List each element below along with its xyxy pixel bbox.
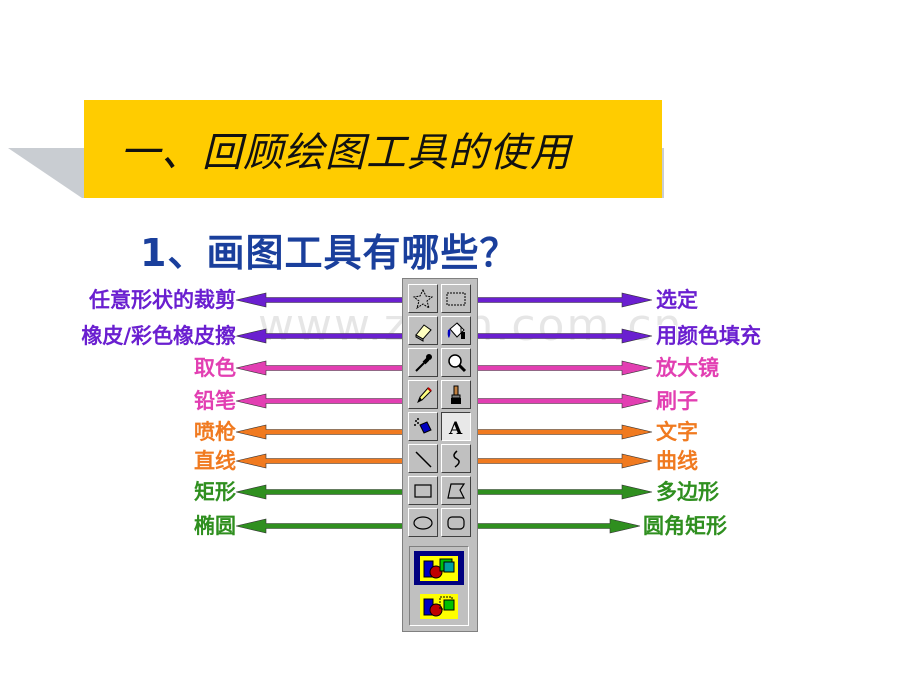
arrow-left-2 xyxy=(235,360,409,376)
tool-polygon[interactable] xyxy=(441,476,471,505)
arrow-right-7 xyxy=(469,518,641,534)
text-tool-glyph: A xyxy=(448,419,463,438)
label-left-free-select: 任意形状的裁剪 xyxy=(89,288,236,312)
arrow-left-3 xyxy=(235,393,409,409)
label-right-polygon: 多边形 xyxy=(656,480,719,504)
arrow-left-1 xyxy=(235,328,409,344)
title-shadow-wedge xyxy=(8,148,82,198)
label-right-rounded-rect: 圆角矩形 xyxy=(643,514,727,538)
free-select-icon xyxy=(412,288,434,310)
tool-ellipse[interactable] xyxy=(408,508,438,537)
magnifier-icon xyxy=(448,354,467,373)
label-left-rectangle: 矩形 xyxy=(194,480,236,504)
option-transparent[interactable] xyxy=(414,589,464,623)
tool-eraser[interactable] xyxy=(408,316,438,345)
line-icon xyxy=(415,451,432,468)
arrow-right-2 xyxy=(469,360,653,376)
arrow-left-0 xyxy=(235,292,409,308)
brush-icon xyxy=(451,385,461,404)
opaque-shapes-icon xyxy=(420,556,458,581)
label-right-rect-select: 选定 xyxy=(656,288,698,312)
tool-rounded-rect[interactable] xyxy=(441,508,471,537)
airbrush-icon xyxy=(414,418,432,434)
arrow-left-4 xyxy=(235,424,409,440)
arrow-left-6 xyxy=(235,484,409,500)
tool-brush[interactable] xyxy=(441,380,471,409)
text-icon: A xyxy=(448,419,463,438)
label-left-eraser: 橡皮/彩色橡皮擦 xyxy=(81,324,236,348)
color-picker-icon xyxy=(415,354,432,372)
arrow-left-5 xyxy=(235,453,409,469)
rounded-rect-icon xyxy=(447,516,465,530)
tool-rect-select[interactable] xyxy=(441,284,471,313)
subtitle: 1、画图工具有哪些？ xyxy=(140,231,519,275)
tool-pencil[interactable] xyxy=(408,380,438,409)
arrow-right-4 xyxy=(469,424,653,440)
tool-options-panel xyxy=(409,546,469,626)
curve-icon xyxy=(453,450,460,468)
tool-line[interactable] xyxy=(408,444,438,473)
tool-rectangle[interactable] xyxy=(408,476,438,505)
arrow-right-6 xyxy=(469,484,653,500)
transparent-shapes-icon xyxy=(420,594,458,619)
tool-text[interactable]: A xyxy=(441,412,471,441)
page-title: 一、回顾绘图工具的使用 xyxy=(120,130,571,176)
tool-magnifier[interactable] xyxy=(441,348,471,377)
arrow-right-5 xyxy=(469,453,653,469)
arrow-left-7 xyxy=(235,518,409,534)
label-right-brush: 刷子 xyxy=(656,389,698,413)
rect-select-icon xyxy=(446,292,466,306)
tool-color-picker[interactable] xyxy=(408,348,438,377)
tool-airbrush[interactable] xyxy=(408,412,438,441)
label-left-color-picker: 取色 xyxy=(194,356,236,380)
label-right-magnifier: 放大镜 xyxy=(656,356,719,380)
title-banner: 一、回顾绘图工具的使用 xyxy=(84,100,662,198)
option-opaque[interactable] xyxy=(414,551,464,585)
pencil-icon xyxy=(417,387,432,404)
arrow-right-1 xyxy=(469,328,653,344)
label-right-text: 文字 xyxy=(656,420,698,444)
label-right-fill-bucket: 用颜色填充 xyxy=(656,324,761,348)
arrow-right-3 xyxy=(469,393,653,409)
rectangle-icon xyxy=(414,484,432,498)
eraser-icon xyxy=(415,324,432,342)
tool-free-select[interactable] xyxy=(408,284,438,313)
arrow-right-0 xyxy=(469,292,653,308)
tool-curve[interactable] xyxy=(441,444,471,473)
fill-bucket-icon xyxy=(447,322,465,339)
label-left-line: 直线 xyxy=(194,449,236,473)
polygon-icon xyxy=(447,483,466,499)
label-left-ellipse: 椭圆 xyxy=(194,514,236,538)
tool-fill-bucket[interactable] xyxy=(441,316,471,345)
label-left-airbrush: 喷枪 xyxy=(194,420,236,444)
label-right-curve: 曲线 xyxy=(656,449,698,473)
label-left-pencil: 铅笔 xyxy=(194,389,236,413)
ellipse-icon xyxy=(413,516,433,530)
